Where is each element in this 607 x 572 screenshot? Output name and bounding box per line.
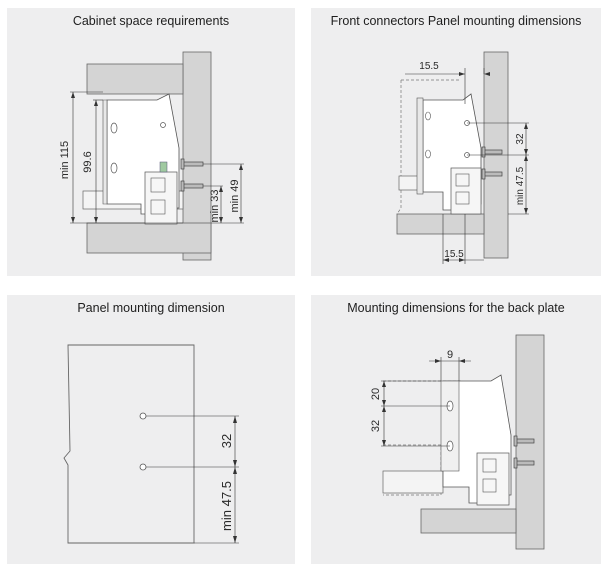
connector-hole (110, 122, 118, 134)
dim-20: 20 (370, 388, 382, 400)
connector-plate (440, 380, 460, 472)
dim-32: 32 (370, 420, 382, 432)
panel-title: Cabinet space requirements (72, 14, 230, 28)
runner-green (159, 161, 168, 173)
connector-dot (160, 122, 166, 128)
dim-min33: min 33 (209, 189, 221, 222)
panel-back-plate: Mounting dimensions for the back plate (311, 295, 601, 564)
runner-slot (150, 199, 166, 215)
runner-slot (482, 478, 497, 493)
connector-front-plate (416, 97, 424, 195)
panel-mounting-dimension: Panel mounting dimension 32 min 47.5 (7, 295, 295, 564)
runner-slot (455, 191, 470, 205)
panel-mounting-diagram: 32 min 47.5 (63, 344, 239, 544)
dim-min47-5: min 47.5 (219, 481, 234, 531)
panel-title: Front connectors Panel mounting dimensio… (330, 14, 582, 28)
drawer-bottom (382, 470, 444, 494)
dim-99-6: 99.6 (82, 151, 94, 172)
bottom-shelf (86, 222, 212, 254)
connector-hole (425, 111, 431, 121)
connector-hole (110, 162, 118, 174)
panel-front-connectors: Front connectors Panel mounting dimensio… (311, 8, 601, 276)
runner-slot (482, 458, 497, 473)
panel-title: Panel mounting dimension (77, 301, 225, 315)
connector-front-plate (102, 99, 108, 205)
mounting-hole (139, 463, 147, 471)
back-plate-diagram: 9 20 32 (370, 334, 545, 550)
screw-icon (180, 158, 204, 192)
mounting-hole (139, 412, 147, 420)
dim-min49: min 49 (229, 179, 241, 212)
runner-slot (150, 177, 166, 193)
cabinet-space-diagram: min 115 99.6 min 33 min 49 (59, 51, 244, 261)
screw-icon (513, 435, 535, 469)
connector-hole (425, 149, 431, 159)
runner-slot (455, 173, 470, 187)
dim-min47-5: min 47.5 (515, 166, 526, 205)
runner-profile (144, 171, 178, 225)
runner-profile (450, 167, 482, 215)
dim-bottom-15-5: 15.5 (444, 249, 464, 260)
front-connectors-diagram: 15.5 32 min 47.5 15.5 (396, 51, 529, 264)
dim-min115: min 115 (59, 141, 71, 179)
dim-9: 9 (447, 349, 453, 361)
screw-icon (481, 146, 503, 180)
front-panel-outline (63, 344, 195, 544)
dim-32: 32 (515, 133, 526, 145)
bottom-shelf (420, 508, 517, 534)
top-shelf (86, 63, 184, 95)
bottom-shelf (396, 213, 485, 235)
dim-top-15-5: 15.5 (419, 61, 439, 72)
panel-cabinet-space: Cabinet space requirements (7, 8, 295, 276)
dim-32: 32 (219, 434, 234, 448)
panel-title: Mounting dimensions for the back plate (347, 301, 565, 315)
